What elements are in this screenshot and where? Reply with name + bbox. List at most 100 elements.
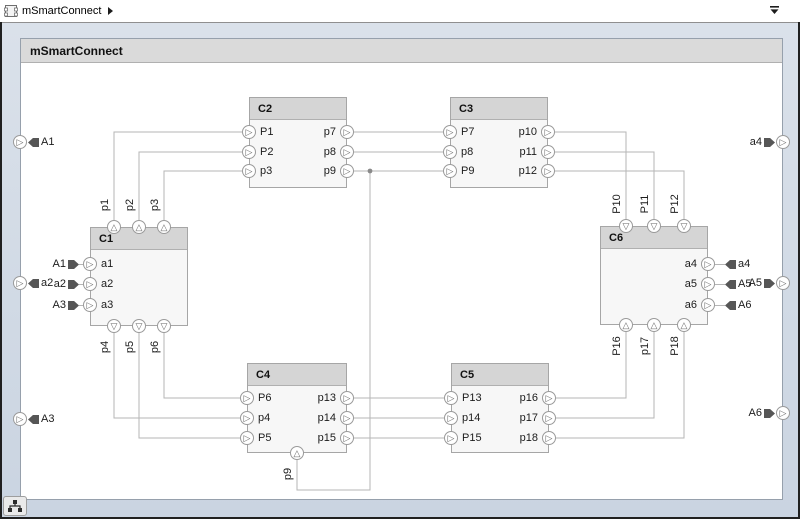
- architecture-port-A5[interactable]: ▷: [776, 276, 790, 290]
- breadcrumb[interactable]: mSmartConnect: [0, 0, 800, 23]
- port-p5[interactable]: ▽: [132, 319, 146, 333]
- wire[interactable]: [556, 332, 627, 399]
- port-label: p4: [258, 412, 271, 424]
- wire[interactable]: [555, 170, 685, 219]
- wire[interactable]: [163, 333, 240, 399]
- port-p8[interactable]: ▷: [340, 145, 354, 159]
- breadcrumb-caret-icon[interactable]: [108, 7, 114, 15]
- port-p18[interactable]: ▷: [542, 431, 556, 445]
- port-label: P1: [260, 126, 274, 138]
- wire[interactable]: [556, 332, 685, 439]
- interface-arrow-icon: [28, 279, 39, 288]
- port-P12[interactable]: ▽: [677, 219, 691, 233]
- architecture-title-bar: mSmartConnect: [21, 39, 782, 63]
- port-p9[interactable]: ▷: [340, 164, 354, 178]
- port-label: p17: [519, 412, 538, 424]
- port-P9[interactable]: ▷: [443, 164, 457, 178]
- port-p16[interactable]: ▷: [542, 391, 556, 405]
- port-label: P5: [258, 432, 272, 444]
- architecture-port-a4[interactable]: ▷: [776, 135, 790, 149]
- port-P7[interactable]: ▷: [443, 125, 457, 139]
- port-p15[interactable]: ▷: [340, 431, 354, 445]
- architecture-port-label: a4: [749, 136, 762, 148]
- port-P5[interactable]: ▷: [240, 431, 254, 445]
- wire[interactable]: [138, 151, 242, 220]
- port-p3[interactable]: △: [157, 220, 171, 234]
- component-C5[interactable]: C5: [451, 363, 549, 453]
- component-name: C3: [459, 102, 474, 115]
- port-label: p10: [518, 126, 537, 138]
- interface-arrow-icon: [764, 409, 775, 418]
- port-p2[interactable]: △: [132, 220, 146, 234]
- port-p17[interactable]: ▷: [542, 411, 556, 425]
- port-P1[interactable]: ▷: [242, 125, 256, 139]
- port-P18[interactable]: △: [677, 318, 691, 332]
- port-P10[interactable]: ▽: [619, 219, 633, 233]
- model-hierarchy-badge[interactable]: [3, 496, 27, 516]
- component-header: C5: [452, 364, 548, 386]
- port-p1[interactable]: △: [107, 220, 121, 234]
- port-a4[interactable]: ▷: [701, 257, 715, 271]
- interface-arrow-icon: [725, 260, 736, 269]
- port-p10[interactable]: ▷: [541, 125, 555, 139]
- wire-junction: [367, 168, 373, 174]
- port-label: p5: [124, 340, 136, 354]
- port-label: P10: [611, 194, 623, 214]
- port-P15[interactable]: ▷: [444, 431, 458, 445]
- port-P11[interactable]: ▽: [647, 219, 661, 233]
- wire[interactable]: [138, 333, 240, 439]
- port-p8[interactable]: ▷: [443, 145, 457, 159]
- interface-arrow-icon: [68, 260, 79, 269]
- port-label: p12: [518, 165, 537, 177]
- port-a3[interactable]: ▷: [83, 298, 97, 312]
- stub-line: [715, 284, 725, 285]
- port-p4[interactable]: ▽: [107, 319, 121, 333]
- wire[interactable]: [556, 332, 655, 419]
- port-p17[interactable]: △: [647, 318, 661, 332]
- breadcrumb-model-name[interactable]: mSmartConnect: [22, 5, 102, 17]
- port-p14[interactable]: ▷: [444, 411, 458, 425]
- architecture-port-A3[interactable]: ▷: [13, 412, 27, 426]
- port-p12[interactable]: ▷: [541, 164, 555, 178]
- port-label: p8: [461, 146, 474, 158]
- wire[interactable]: [113, 131, 242, 220]
- port-P13[interactable]: ▷: [444, 391, 458, 405]
- architecture-port-A1[interactable]: ▷: [13, 135, 27, 149]
- port-P2[interactable]: ▷: [242, 145, 256, 159]
- wire[interactable]: [113, 333, 240, 419]
- port-p7[interactable]: ▷: [340, 125, 354, 139]
- port-a5[interactable]: ▷: [701, 277, 715, 291]
- port-p11[interactable]: ▷: [541, 145, 555, 159]
- wire[interactable]: [296, 171, 371, 491]
- port-p3[interactable]: ▷: [242, 164, 256, 178]
- component-name: C2: [258, 102, 273, 115]
- port-a2[interactable]: ▷: [83, 277, 97, 291]
- port-p6[interactable]: ▽: [157, 319, 171, 333]
- port-P6[interactable]: ▷: [240, 391, 254, 405]
- interface-label: A5: [738, 278, 752, 290]
- port-label: p16: [519, 392, 538, 404]
- collapse-toolbar-icon[interactable]: [769, 6, 780, 15]
- component-C6[interactable]: C6: [600, 226, 708, 325]
- port-p13[interactable]: ▷: [340, 391, 354, 405]
- port-p4[interactable]: ▷: [240, 411, 254, 425]
- port-label: p2: [124, 198, 136, 212]
- port-label: P11: [639, 194, 651, 214]
- port-label: a6: [684, 299, 697, 311]
- component-C2[interactable]: C2: [249, 97, 347, 188]
- architecture-port-a2[interactable]: ▷: [13, 276, 27, 290]
- architecture-port-A6[interactable]: ▷: [776, 406, 790, 420]
- component-name: C5: [460, 368, 475, 381]
- wire[interactable]: [555, 131, 627, 219]
- interface-arrow-icon: [28, 138, 39, 147]
- component-C3[interactable]: C3: [450, 97, 548, 188]
- port-a1[interactable]: ▷: [83, 257, 97, 271]
- wire[interactable]: [163, 170, 242, 220]
- port-P16[interactable]: △: [619, 318, 633, 332]
- port-p9[interactable]: △: [290, 446, 304, 460]
- port-a6[interactable]: ▷: [701, 298, 715, 312]
- port-p14[interactable]: ▷: [340, 411, 354, 425]
- component-C4[interactable]: C4: [247, 363, 347, 453]
- wire[interactable]: [555, 151, 655, 219]
